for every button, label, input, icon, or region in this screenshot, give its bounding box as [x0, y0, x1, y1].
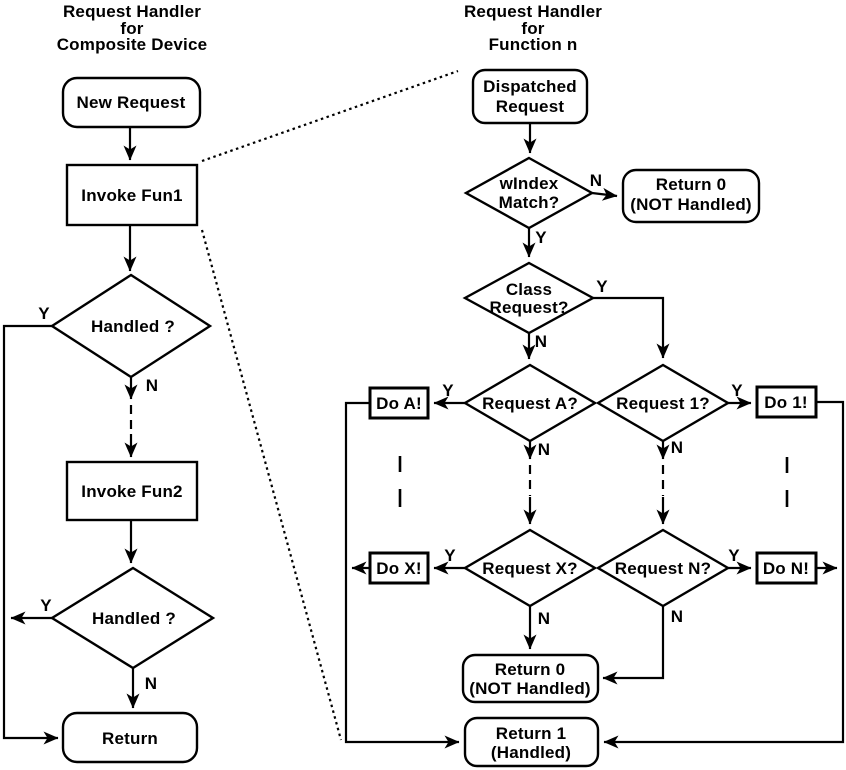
node-return1-line2: (Handled) — [491, 743, 571, 762]
node-do-1 — [755, 385, 818, 419]
node-do-a — [368, 386, 430, 420]
right-title-line1: Request Handler — [464, 2, 602, 21]
node-return-label: Return — [102, 729, 158, 748]
edge-windex-no — [591, 187, 618, 201]
left-title-line1: Request Handler — [63, 2, 201, 21]
node-invoke-fun1-label: Invoke Fun1 — [81, 186, 182, 205]
node-request-x-diamond — [462, 528, 598, 608]
label-request-a-yes: Y — [442, 381, 454, 400]
node-invoke-fun2-label: Invoke Fun2 — [81, 482, 182, 501]
label-request-x-no: N — [538, 609, 550, 628]
label-handled2-no: N — [145, 674, 157, 693]
label-class-yes: Y — [596, 277, 608, 296]
node-windex-line2: Match? — [499, 193, 560, 212]
edge-handled1-yes-rail — [2, 324, 59, 745]
node-request-n-label: Request N? — [615, 559, 711, 578]
node-return — [61, 711, 199, 764]
node-request-1-diamond — [595, 363, 731, 443]
zoom-connector-bottom-line — [200, 229, 343, 741]
node-do-n — [755, 551, 818, 585]
node-windex-diamond — [463, 156, 595, 230]
node-do-1-label: Do 1! — [764, 393, 808, 412]
node-class-line1: Class — [506, 280, 552, 299]
right-diagram: Request Handler for Function n Dis — [344, 2, 845, 768]
node-request-1-label: Request 1? — [616, 394, 710, 413]
label-request-n-yes: Y — [728, 546, 740, 565]
zoom-connector-top-line — [201, 69, 459, 163]
node-return0-top-line2: (NOT Handled) — [630, 195, 752, 214]
label-request-n-no: N — [671, 607, 683, 626]
label-handled1-yes: Y — [38, 304, 50, 323]
node-invoke-fun1 — [65, 163, 199, 227]
node-windex-line1: wIndex — [499, 174, 559, 193]
node-new-request-label: New Request — [77, 93, 186, 112]
node-handled2-label: Handled ? — [92, 609, 176, 628]
node-class-line2: Request? — [489, 298, 568, 317]
node-return1-line1: Return 1 — [496, 724, 567, 743]
left-diagram: Request Handler for Composite Device New… — [2, 2, 216, 764]
node-do-a-label: Do A! — [376, 394, 422, 413]
node-handled1-diamond — [49, 273, 213, 379]
label-request-1-yes: Y — [731, 381, 743, 400]
label-request-x-yes: Y — [444, 546, 456, 565]
node-class-diamond — [462, 261, 596, 335]
edge-do1-rail-to-return1 — [603, 400, 845, 749]
node-request-n-diamond — [595, 528, 731, 608]
edge-class-yes — [593, 296, 670, 359]
label-class-no: N — [535, 332, 547, 351]
node-return0-bottom-line1: Return 0 — [495, 660, 566, 679]
node-dispatched-request-line1: Dispatched — [483, 77, 577, 96]
label-windex-yes: Y — [535, 228, 547, 247]
node-return0-top — [621, 168, 761, 224]
edge-requestn-no — [602, 606, 665, 685]
zoom-connectors — [200, 69, 459, 741]
node-return1 — [463, 716, 600, 768]
right-title-line2: for — [521, 19, 544, 38]
node-new-request — [61, 76, 202, 129]
node-handled2-diamond — [49, 566, 216, 670]
node-return0-bottom — [461, 653, 600, 704]
node-request-a-label: Request A? — [482, 394, 578, 413]
node-dispatched-request — [471, 68, 589, 125]
right-title-line3: Function n — [489, 35, 578, 54]
node-request-a-diamond — [462, 363, 598, 443]
node-return0-bottom-line2: (NOT Handled) — [469, 679, 591, 698]
edge-doa-rail-to-return1 — [344, 401, 460, 749]
label-handled2-yes: Y — [40, 596, 52, 615]
node-do-x — [368, 551, 430, 585]
label-handled1-no: N — [146, 376, 158, 395]
node-do-n-label: Do N! — [763, 559, 809, 578]
label-request-1-no: N — [671, 438, 683, 457]
node-request-x-label: Request X? — [482, 559, 578, 578]
label-windex-no: N — [590, 171, 602, 190]
node-do-x-label: Do X! — [376, 559, 421, 578]
left-title-line3: Composite Device — [57, 35, 208, 54]
node-handled1-label: Handled ? — [91, 317, 175, 336]
label-request-a-no: N — [538, 440, 550, 459]
node-dispatched-request-line2: Request — [496, 97, 565, 116]
node-return0-top-line1: Return 0 — [656, 175, 727, 194]
left-title-line2: for — [120, 19, 143, 38]
node-invoke-fun2 — [65, 460, 199, 522]
